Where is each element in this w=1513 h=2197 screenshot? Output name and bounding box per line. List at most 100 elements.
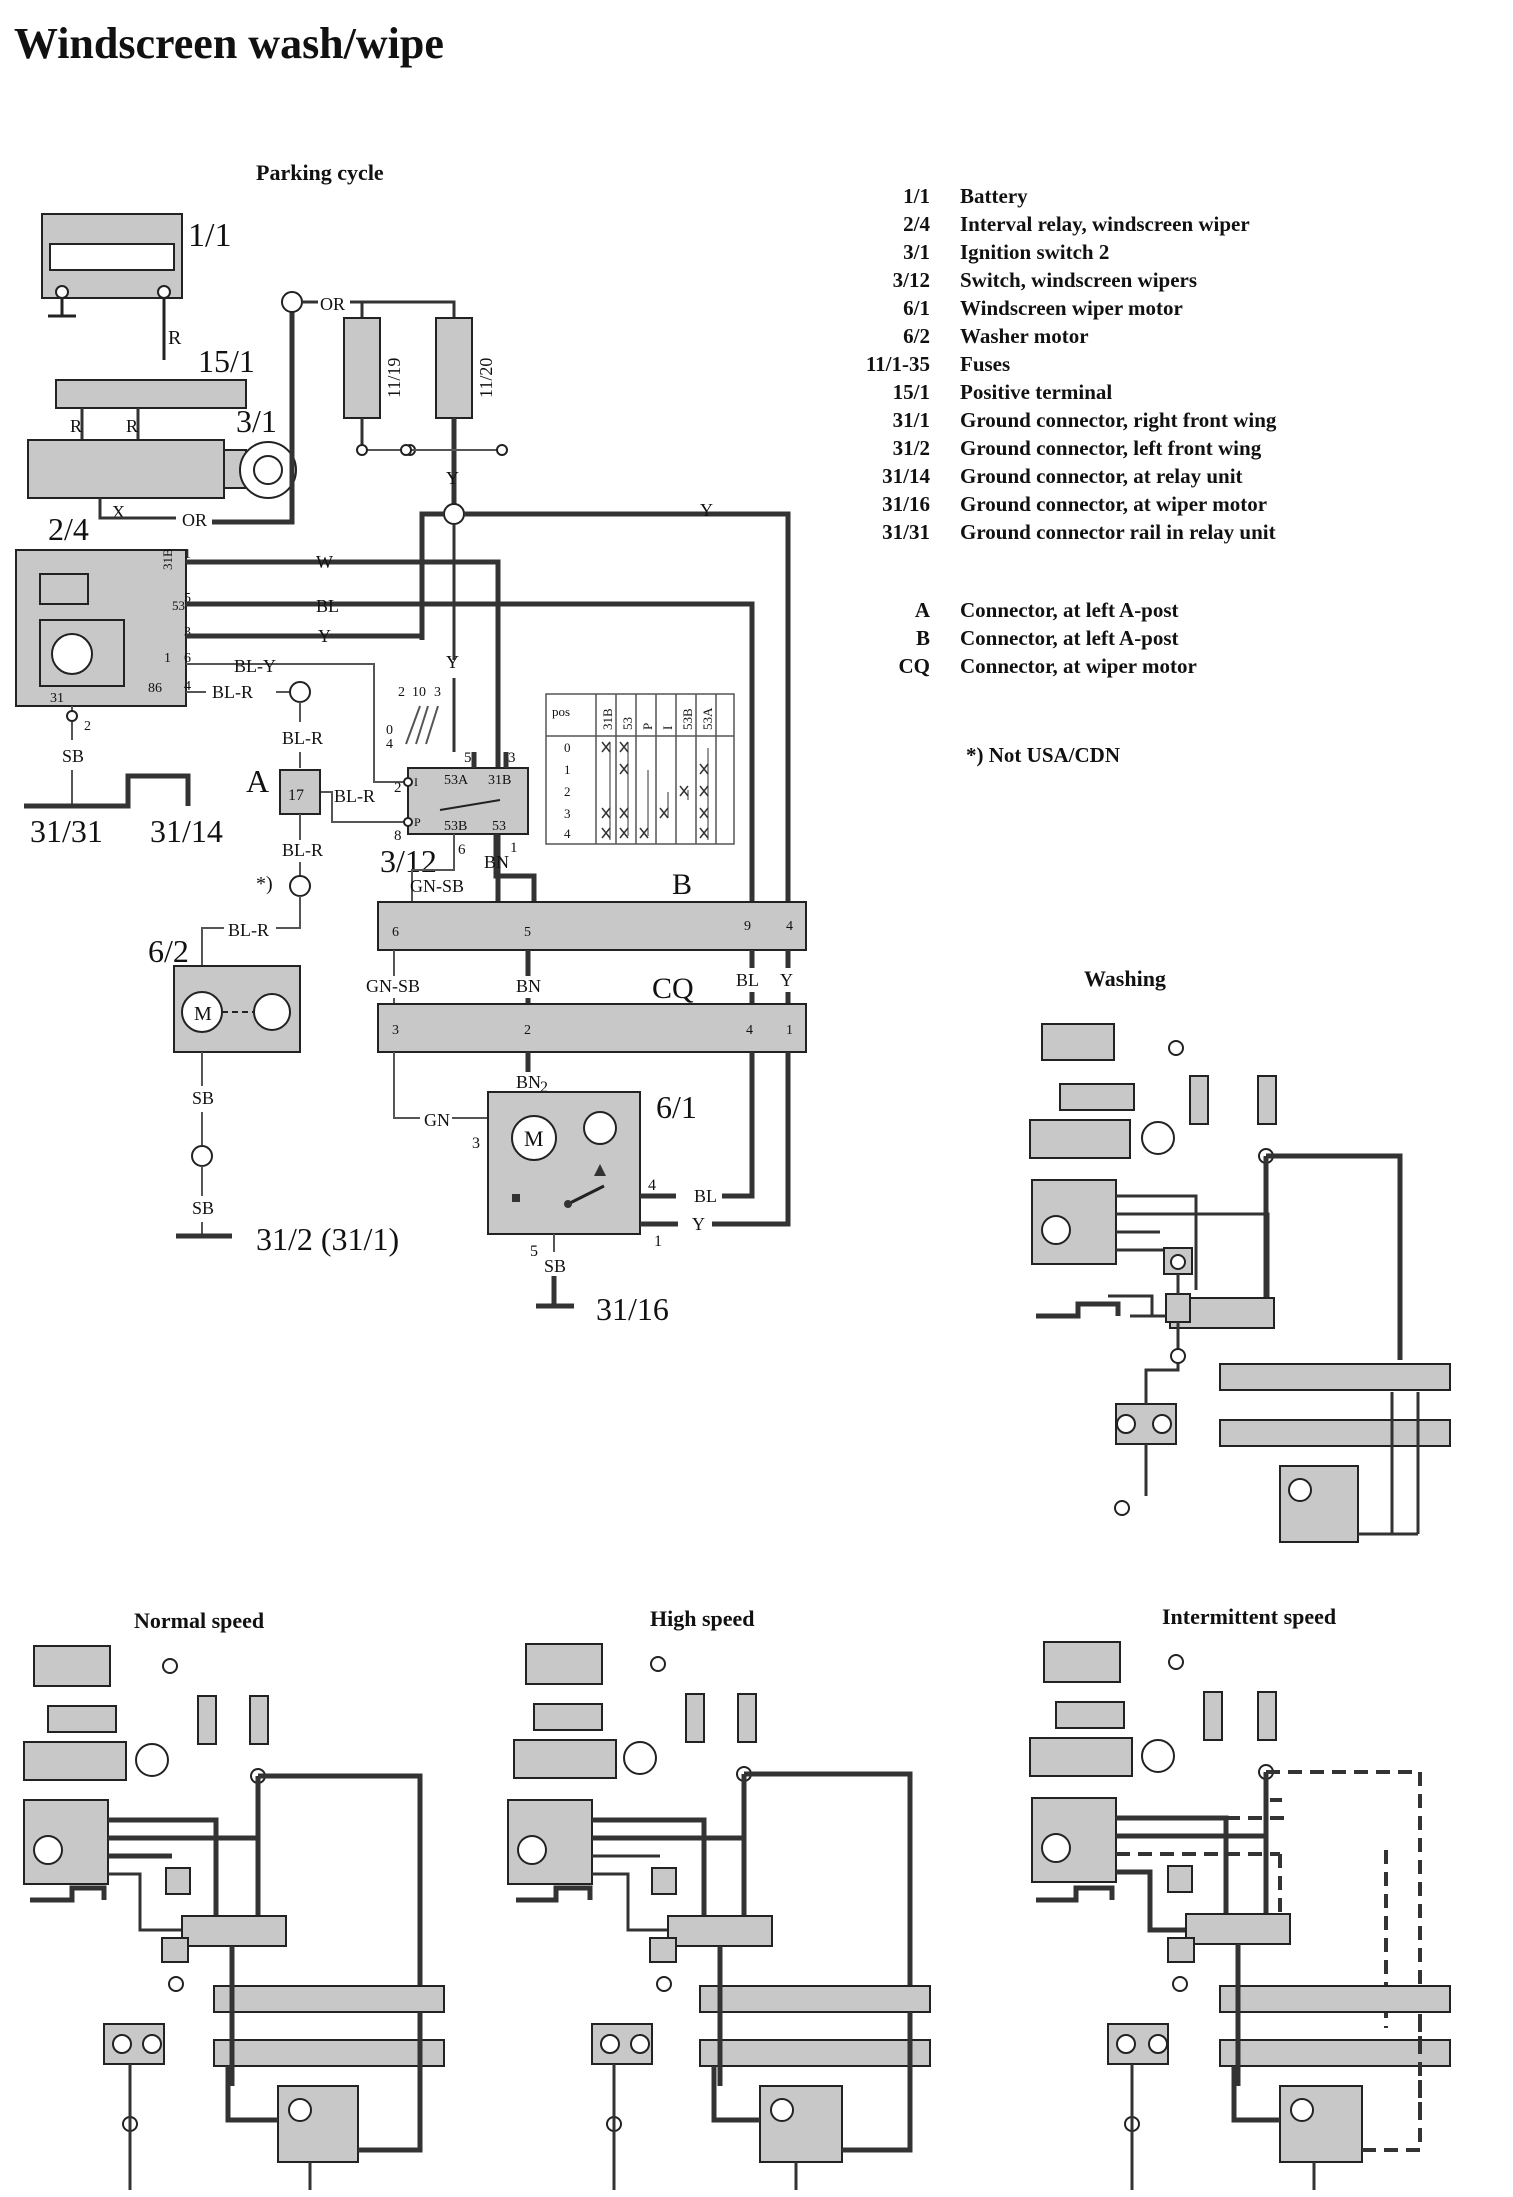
legend-code: CQ <box>898 654 931 678</box>
table-header: 53A <box>700 707 715 730</box>
footnote-marker: *) <box>256 873 273 895</box>
table-row-label: 4 <box>564 826 571 841</box>
svg-text:M: M <box>194 1003 212 1025</box>
connector-cq-pin: 2 <box>524 1023 531 1038</box>
fuse-11-19 <box>343 317 416 456</box>
splice <box>289 875 311 897</box>
wire-color-label: GN-SB <box>410 876 464 896</box>
wire-color-label: W <box>316 552 333 572</box>
ground-relay-label: 31/14 <box>150 813 223 849</box>
relay-terminal: 3 <box>184 625 191 640</box>
table-header: pos <box>552 704 570 719</box>
switch-position: 10 <box>412 685 426 700</box>
legend-desc: Ground connector rail in relay unit <box>960 520 1276 544</box>
relay-terminal: 4 <box>184 679 191 694</box>
relay-terminal: 2 <box>84 719 91 734</box>
table-header: I <box>660 726 675 730</box>
legend-desc: Interval relay, windscreen wiper <box>960 212 1250 236</box>
wire-color-label: GN-SB <box>366 976 420 996</box>
relay-terminal: 5 <box>184 591 191 606</box>
wire-color-label: BL-R <box>282 728 323 748</box>
relay-terminal: 1 <box>164 651 171 666</box>
switch-position: 4 <box>386 737 393 752</box>
legend-desc: Connector, at wiper motor <box>960 654 1197 678</box>
wire-color-label: OR <box>182 510 207 530</box>
fuse-11-20 <box>400 317 508 504</box>
switch-terminal: 5 <box>464 750 472 766</box>
legend-desc: Washer motor <box>960 324 1089 348</box>
relay-terminal: 6 <box>184 651 191 666</box>
wire-color-label: R <box>126 416 138 436</box>
legend-code: 3/1 <box>903 240 930 264</box>
wiper-motor-label: 6/1 <box>656 1089 697 1125</box>
relay-terminal: 1 <box>184 547 191 562</box>
connector-cq-pin: 3 <box>392 1023 399 1038</box>
switch-label: 3/12 <box>380 843 437 879</box>
connector-b-pin: 4 <box>786 919 793 934</box>
footnote: *) Not USA/CDN <box>966 743 1120 767</box>
wire-color-label: OR <box>320 294 345 314</box>
connector-cq <box>377 1003 807 1053</box>
page-title: Windscreen wash/wipe <box>14 19 444 68</box>
legend-desc: Connector, at left A-post <box>960 598 1179 622</box>
wire-color-label: Y <box>446 652 459 672</box>
wire-color-label: BN <box>484 852 509 872</box>
table-header: 53 <box>620 717 635 730</box>
wire-color-label: BL-Y <box>234 656 276 676</box>
ground-wing-label: 31/2 (31/1) <box>256 1221 399 1257</box>
wire-color-label: BN <box>516 1072 541 1092</box>
switch-terminal: 53B <box>444 819 467 834</box>
normal-speed-diagram <box>23 1645 445 2190</box>
fuse-label: 11/19 <box>384 358 404 398</box>
wiper-switch <box>403 767 529 835</box>
motor-terminal: 5 <box>530 1243 538 1260</box>
splice <box>443 503 465 525</box>
table-row-label: 3 <box>564 806 571 821</box>
switch-terminal: 53 <box>492 819 506 834</box>
relay-terminal: 86 <box>148 681 162 696</box>
wire-color-label: BL <box>694 1186 717 1206</box>
splice <box>289 681 311 703</box>
relay-terminal: 31 <box>50 691 64 706</box>
table-header: P <box>640 723 655 730</box>
legend-code: 15/1 <box>892 380 930 404</box>
high-speed-diagram <box>507 1643 931 2190</box>
connector-cq-label: CQ <box>652 972 694 1005</box>
switch-terminal: 31B <box>488 773 511 788</box>
switch-terminal: 6 <box>458 842 466 858</box>
table-row-label: 0 <box>564 740 571 755</box>
battery <box>41 213 183 360</box>
legend-code: 31/31 <box>882 520 930 544</box>
switch-terminal: 53A <box>444 773 469 788</box>
switch-terminal: 1 <box>510 840 518 856</box>
connector-b-pin: 5 <box>524 925 531 940</box>
washer-motor-label: 6/2 <box>148 933 189 969</box>
wire-color-label: Y <box>780 970 793 990</box>
wire-color-label: BL-R <box>212 682 253 702</box>
interval-relay <box>15 549 187 707</box>
motor-terminal: 1 <box>654 1233 662 1250</box>
switch-terminal: 3 <box>508 750 516 766</box>
legend-desc: Fuses <box>960 352 1011 376</box>
relay-terminal: 53 <box>172 598 185 613</box>
wire-color-label: BL <box>316 596 339 616</box>
connector-a <box>279 769 321 815</box>
legend-desc: Ground connector, right front wing <box>960 408 1277 432</box>
connector-b-pin: 6 <box>392 925 399 940</box>
washing-diagram <box>1029 1023 1451 1543</box>
section-title-intermittent: Intermittent speed <box>1162 1604 1337 1629</box>
legend-code: 31/14 <box>882 464 930 488</box>
table-header: 53B <box>680 708 695 730</box>
wire-color-label: BL-R <box>228 920 269 940</box>
wiper-motor: M <box>487 1091 641 1235</box>
positive-terminal <box>55 379 247 409</box>
